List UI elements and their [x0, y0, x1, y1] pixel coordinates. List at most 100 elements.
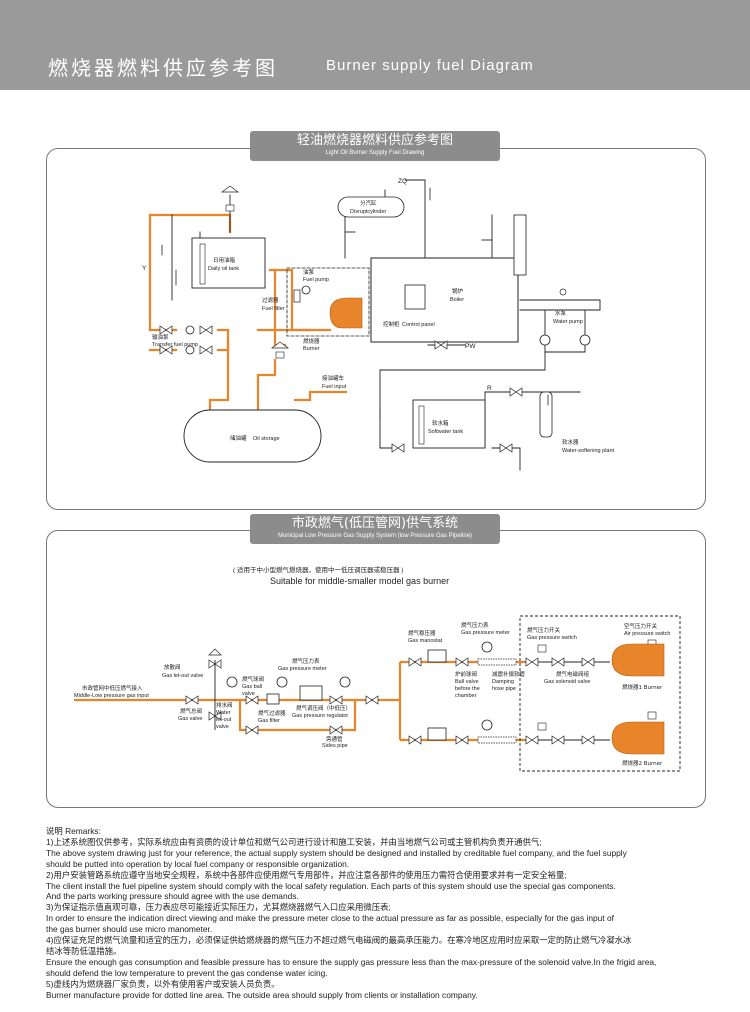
light-oil-tab: 轻油燃烧器燃料供应参考图 Light Oil Burner Supply Fue…: [250, 131, 500, 161]
burner-label-en: Burner: [303, 346, 320, 352]
remark-line: 结冰等防低温措施。: [46, 945, 122, 956]
y-label: Y: [142, 265, 147, 272]
ball-valve2-label-en-2: before the: [455, 686, 480, 692]
letout-label-en: Gas let-out valve: [162, 673, 203, 679]
oil-storage-label-en: Oil storage: [253, 436, 280, 442]
air-pressure-switch-icon-2: [647, 711, 657, 720]
gas-manostat-icon-2: [427, 727, 447, 741]
gas-panel: [46, 530, 706, 808]
storage-vent-box-icon: [275, 351, 285, 359]
fuel-filter-label-cn: 过滤器: [262, 296, 279, 304]
hose-label-cn: 减震补偿软管: [492, 670, 526, 678]
remark-line: Burner manufacture provide for dotted li…: [46, 989, 478, 1000]
remark-line: Ensure the enough gas consumption and fe…: [46, 956, 657, 967]
water-pump-label-en: Water pump: [553, 319, 583, 325]
transfer-pump-label-en: Transfer fuel pump: [152, 342, 198, 348]
gas-pressure-meter-icon-3: [339, 676, 351, 688]
water-pump-icon-1: [539, 334, 551, 346]
control-panel-box: [404, 284, 426, 310]
softening-label-en: Water-softening plant: [562, 448, 615, 454]
fuel-pump-label-cn: 油泵: [303, 268, 315, 276]
water-letout-label-en-2: let-out: [216, 717, 232, 723]
fuel-filter-label-en: Fuel filter: [262, 306, 285, 312]
gas-subtitle-cn: ( 适用于中小型燃气燃烧器，使用中一低压调压器或稳压器 ): [233, 565, 403, 574]
light-oil-diagram: 日用油箱 Daily oil tank 输油泵 Transfer fuel pu…: [142, 178, 615, 471]
gas-input-label-cn: 市政管网中低压燃气接入: [82, 684, 143, 692]
gas-thin-pipes: [214, 660, 610, 741]
remark-line: 5)虚线内为燃烧器厂家负责，以外有使用客户或安装人员负责。: [46, 978, 280, 989]
header-title-en: Burner supply fuel Diagram: [326, 57, 534, 74]
gas-pressure-meter-icon-2: [276, 676, 288, 688]
gauge-icon: [559, 288, 567, 296]
soft-tank-label-en: Softwater tank: [428, 429, 463, 435]
fuel-input-label-cn: 接油罐车: [322, 374, 345, 382]
manostat-label-en: Gas manostat: [408, 638, 443, 644]
daily-tank-label-en: Daily oil tank: [208, 266, 239, 272]
remark-line: 2)用户安装管路系统应遵守当地安全规程，系统中各部件应使用燃气专用部件，并应注意…: [46, 869, 567, 880]
light-oil-title-cn: 轻油燃烧器燃料供应参考图: [296, 133, 453, 148]
water-letout-label-en-1: Water: [216, 710, 231, 716]
gas-switch-label-en: Gas pressure switch: [527, 635, 577, 641]
letout-label-cn: 放散阀: [164, 663, 181, 671]
zq-label: ZQ: [398, 178, 407, 185]
remark-line: The above system drawing just for your r…: [46, 847, 627, 858]
meter2-label-cn: 燃气压力表: [461, 621, 489, 629]
water-pump-icon-2: [579, 334, 591, 346]
water-softening-plant: [539, 391, 553, 438]
transfer-pump-label-cn: 输油泵: [152, 333, 169, 341]
fuel-pump-label-en: Fuel pump: [303, 277, 329, 283]
control-panel-label-cn: 控制柜: [383, 320, 400, 328]
oil-burner-body: [329, 297, 363, 329]
ball-valve2-label-en-3: chamber: [455, 693, 477, 699]
remark-line: The client install the fuel pipeline sys…: [46, 880, 616, 891]
burner-dashed-area: [286, 267, 370, 337]
gas-filter-label-cn: 燃气过滤器: [258, 709, 286, 717]
ball-valve-label-cn: 燃气球阀: [242, 675, 264, 683]
gas-switch-label-cn: 燃气压力开关: [527, 626, 561, 634]
pw-label: PW: [465, 343, 476, 350]
water-pump-label-cn: 水泵: [555, 309, 567, 317]
remarks-section: 说明 Remarks: 1)上述系统图仅供参考，实际系统应由有资质的设计单位和燃…: [46, 826, 716, 1001]
chimney: [513, 214, 527, 276]
oil-valves: [159, 325, 523, 453]
ball-valve-label-en-1: Gas ball: [242, 684, 262, 690]
remark-line: should be putted into operation by local…: [46, 858, 350, 869]
burner1-label: 燃烧器1 Burner: [622, 683, 663, 691]
tank-level-gauge: [199, 243, 206, 285]
gas-pressure-meter-icon-1: [226, 676, 238, 688]
remark-line: And the parts working pressure should ag…: [46, 891, 299, 902]
transfer-pump-icon-2: [185, 345, 195, 355]
daily-tank-label-cn: 日用油箱: [213, 256, 236, 264]
fuel-pump-icon: [301, 285, 311, 295]
burner2-label: 燃烧器2 Burner: [622, 759, 663, 767]
ball-valve-label-en-2: valve: [242, 691, 255, 697]
gas-subtitle-en: Suitable for middle-smaller model gas bu…: [270, 576, 449, 586]
control-panel-label-en: Control panel: [402, 322, 435, 328]
water-letout-label-en-3: valve: [216, 724, 229, 730]
burner-label-cn: 燃烧器: [303, 337, 320, 345]
manostat-label-cn: 燃气稳压器: [408, 629, 436, 637]
solenoid-label-cn: 燃气电磁阀组: [556, 670, 590, 678]
letout-cap-icon: [208, 648, 222, 656]
water-letout-label-cn: 排水阀: [216, 701, 233, 709]
meter2-label-en: Gas pressure meter: [461, 630, 510, 636]
air-switch-label-en: Air pressure switch: [624, 631, 670, 637]
oil-storage-label-cn: 储油罐: [230, 434, 247, 442]
gas-manostat-icon-1: [427, 649, 447, 663]
gas-regulator-icon: [299, 685, 323, 701]
gas-pressure-meter-icon-5: [481, 719, 493, 731]
gas-burner-1: [611, 643, 665, 677]
fuel-input-label-en: Fuel input: [322, 384, 347, 390]
water-pipes: [171, 179, 601, 471]
damping-hose-1: [477, 658, 517, 666]
remark-line: 4)应保证充足的燃气流量和适宜的压力，必须保证供给燃烧器的燃气压力不超过燃气电磁…: [46, 935, 632, 946]
gas-burner-2: [611, 721, 665, 755]
gas-filter-label-en: Gas filter: [258, 718, 280, 724]
oil-storage-tank: [183, 409, 322, 463]
disrupt-label-cn: 分汽缸: [360, 199, 377, 207]
regulator-label-en: Gas pressure regulator: [292, 713, 348, 719]
boiler-label-en: Boiler: [450, 297, 464, 303]
burner-manufacturer-area: [519, 615, 681, 772]
gas-pressure-switch-icon-1: [537, 644, 547, 653]
